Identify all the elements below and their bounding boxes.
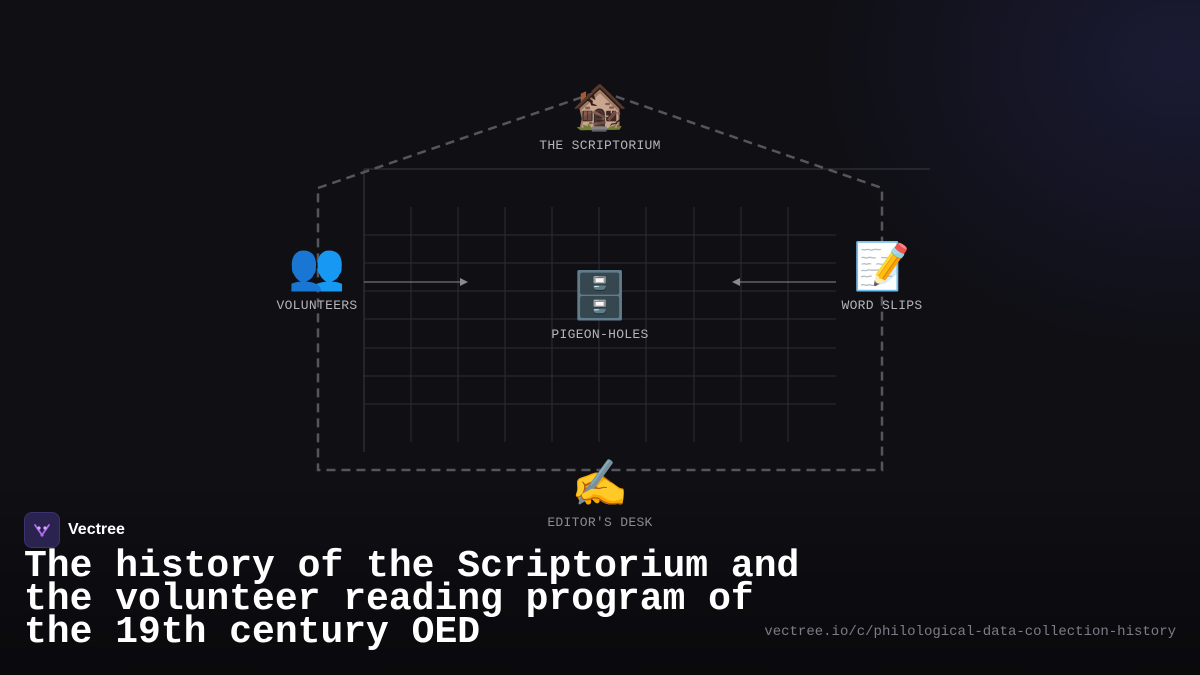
node-word-slips: 📝 WORD SLIPS: [818, 240, 946, 313]
volunteers-label: VOLUNTEERS: [276, 298, 358, 313]
word-slips-label: WORD SLIPS: [841, 298, 923, 313]
house-icon: 🏚️: [571, 79, 629, 133]
node-scriptorium: 🏚️ THE SCRIPTORIUM: [520, 80, 680, 153]
node-volunteers: 👥 VOLUNTEERS: [252, 240, 382, 313]
people-icon: 👥: [288, 239, 346, 293]
pigeon-hole-grid: [364, 207, 836, 442]
writing-hand-icon: ✍️: [571, 456, 629, 510]
title-line-2: the volunteer reading program of: [24, 578, 754, 621]
scriptorium-label: THE SCRIPTORIUM: [539, 138, 661, 153]
pigeon-holes-label: PIGEON-HOLES: [551, 327, 649, 342]
house-outline: [316, 89, 884, 472]
node-editors-desk: ✍️ EDITOR'S DESK: [525, 457, 675, 530]
arrow-volunteers-to-pigeonholes: [364, 278, 468, 286]
title-line-1: The history of the Scriptorium and: [24, 545, 800, 588]
vectree-logo-icon: [24, 512, 60, 548]
source-url: vectree.io/c/philological-data-collectio…: [764, 624, 1176, 640]
brand: Vectree: [24, 512, 125, 548]
memo-icon: 📝: [853, 239, 911, 293]
page-title: The history of the Scriptorium and the v…: [24, 548, 804, 652]
title-line-3: the 19th century OED: [24, 611, 481, 654]
arrow-wordslips-to-pigeonholes: [732, 278, 836, 286]
node-pigeon-holes: 🗄️ PIGEON-HOLES: [530, 269, 670, 342]
brand-name: Vectree: [68, 521, 125, 538]
filing-cabinet-icon: 🗄️: [571, 268, 629, 322]
editors-desk-label: EDITOR'S DESK: [547, 515, 653, 530]
